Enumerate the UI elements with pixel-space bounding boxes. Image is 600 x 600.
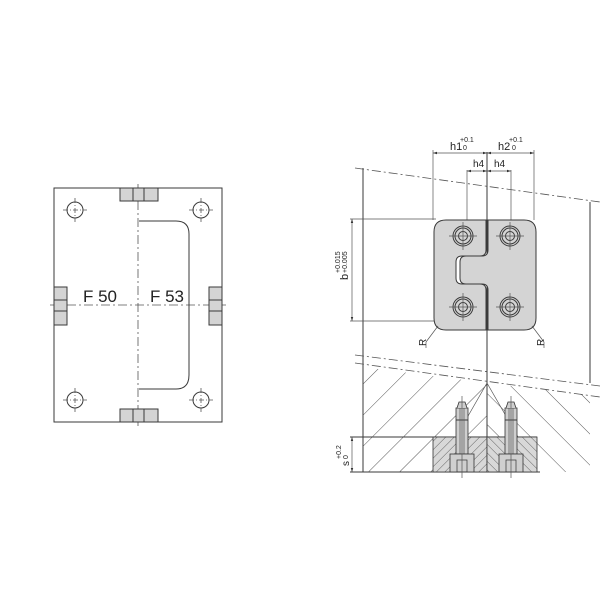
dim-b-tol-upper: +0.015 bbox=[335, 251, 342, 273]
corner-hole-icon bbox=[62, 387, 88, 413]
cavity-outline bbox=[139, 220, 190, 390]
dim-h1: h1 bbox=[450, 141, 462, 153]
sloped-centerline-mid2 bbox=[354, 362, 600, 398]
section-view bbox=[350, 367, 590, 478]
radius-right: R bbox=[536, 339, 547, 346]
radius-left: R bbox=[418, 339, 429, 346]
corner-hole-icon bbox=[188, 197, 214, 223]
screw-right bbox=[498, 396, 524, 478]
lock-right bbox=[208, 286, 223, 326]
dim-b-tol-lower: +0.005 bbox=[342, 251, 349, 273]
right-detail-view: h1 +0.1 0 h2 +0.1 0 h4 h4 b +0.015 +0.00… bbox=[335, 137, 600, 478]
dim-s-tol-lower: 0 bbox=[343, 455, 350, 459]
side-lock-part bbox=[433, 219, 537, 331]
dim-s: s bbox=[341, 461, 352, 466]
dim-h1-tol-upper: +0.1 bbox=[460, 137, 474, 144]
lock-top bbox=[119, 187, 159, 202]
label-f50: F 50 bbox=[83, 287, 117, 306]
label-f53: F 53 bbox=[150, 287, 184, 306]
lock-left bbox=[53, 286, 68, 326]
sloped-centerline-top bbox=[354, 167, 600, 203]
dim-s-tol-upper: +0.2 bbox=[336, 445, 343, 459]
dim-h1-tol-lower: 0 bbox=[463, 145, 467, 152]
sloped-centerline-mid1 bbox=[354, 354, 600, 387]
dim-h4-left: h4 bbox=[473, 159, 485, 170]
corner-hole-icon bbox=[188, 387, 214, 413]
left-plan-view: F 50 F 53 bbox=[50, 184, 226, 426]
dim-h2-tol-upper: +0.1 bbox=[509, 137, 523, 144]
screw-left bbox=[449, 396, 475, 478]
dim-h4-right: h4 bbox=[494, 159, 506, 170]
dim-h2: h2 bbox=[498, 141, 510, 153]
lock-bottom bbox=[119, 408, 159, 423]
corner-hole-icon bbox=[62, 197, 88, 223]
dim-h2-tol-lower: 0 bbox=[512, 145, 516, 152]
dim-b: b bbox=[339, 274, 351, 280]
